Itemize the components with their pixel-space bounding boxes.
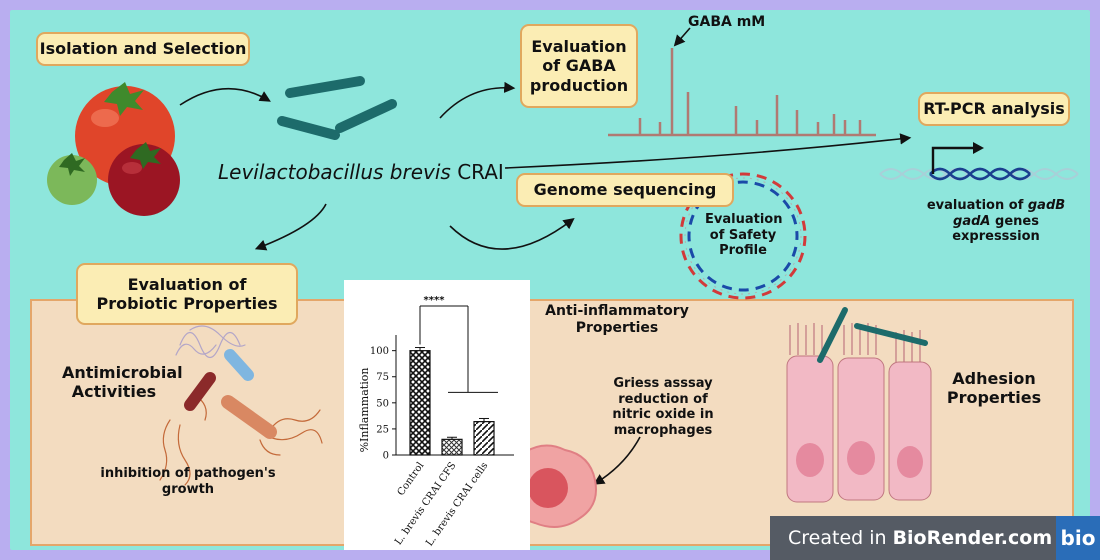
arrow-to-rtpcr <box>504 133 912 169</box>
chart-y-tick-label: 50 <box>376 398 389 409</box>
circular-genome-icon <box>679 172 807 300</box>
promoter-arrow-icon <box>931 142 984 174</box>
rtpcr-caption-prefix: evaluation of <box>926 198 1028 213</box>
epithelial-cells-icon <box>786 307 932 503</box>
inhibition-label: inhibition of pathogen's growth <box>100 466 276 497</box>
tomato-icon <box>47 82 180 216</box>
chart-y-tick-label: 75 <box>376 372 389 383</box>
chart-y-tick-label: 25 <box>376 424 389 435</box>
gaba-evaluation-label: Evaluation of GABA production <box>529 37 629 95</box>
chart-bar <box>473 421 495 456</box>
gaba-mm-label: GABA mM <box>688 14 766 30</box>
arrow-to-probiotic <box>254 203 327 251</box>
arrow-griess-to-macrophage <box>593 436 641 485</box>
probiotic-properties-label: Evaluation of Probiotic Properties <box>96 274 278 313</box>
organism-title: Levilactobacillus brevis CRAI <box>218 160 504 184</box>
chart-x-tick-label: L. brevis CRAI cells <box>424 460 490 548</box>
rtpcr-caption-suffix: genes expresssion <box>952 213 1040 245</box>
anti-inflammatory-label: Anti-inflammatory Properties <box>545 303 689 336</box>
strain-name: CRAI <box>457 160 504 184</box>
biorender-logo-icon: bio <box>1056 516 1100 560</box>
significance-marker: **** <box>424 295 446 306</box>
chart-bar <box>409 350 431 456</box>
rtpcr-box: RT-PCR analysis <box>918 92 1070 126</box>
chart-y-axis-label: %Inflammation <box>358 368 371 453</box>
gaba-evaluation-box: Evaluation of GABA production <box>520 24 638 108</box>
chart-x-tick-label: L. brevis CRAI CFS <box>393 460 458 547</box>
pathogen-bacteria-icon <box>159 325 323 486</box>
adhesion-label: Adhesion Properties <box>946 369 1042 408</box>
antimicrobial-label: Antimicrobial Activities <box>62 363 183 402</box>
probiotic-properties-box: Evaluation of Probiotic Properties <box>76 263 298 325</box>
isolation-selection-box: Isolation and Selection <box>36 32 250 66</box>
gaba-chromatogram <box>608 48 876 137</box>
bacteria-icon <box>277 76 397 140</box>
griess-assay-label: Griess asssay reduction of nitric oxide … <box>612 376 714 438</box>
isolation-label: Isolation and Selection <box>39 39 247 59</box>
arrow-isolation-to-bacteria <box>179 87 271 106</box>
biorender-brand: BioRender.com <box>892 527 1053 549</box>
gene-gadb: gadB <box>1027 198 1066 213</box>
chart-x-tick-label: Control <box>396 460 427 498</box>
safety-profile-label: Evaluation of Safety Profile <box>705 212 783 259</box>
genome-sequencing-box: Genome sequencing <box>516 173 734 207</box>
gene-gada: gadA <box>953 213 991 229</box>
dna-helix-icon <box>879 167 1079 181</box>
arrow-to-gaba <box>439 81 516 119</box>
chart-bar <box>441 438 463 456</box>
created-in-text: Created in <box>788 527 887 549</box>
rtpcr-caption: evaluation of gadB gadA genes expresssio… <box>908 198 1084 245</box>
chart-y-tick-label: 100 <box>370 346 389 357</box>
rtpcr-label: RT-PCR analysis <box>923 99 1065 119</box>
arrow-to-genome <box>449 217 575 250</box>
arrow-gaba-peak <box>673 27 691 47</box>
organism-name: Levilactobacillus brevis <box>218 160 451 184</box>
chart-y-tick-label: 0 <box>383 451 389 462</box>
genome-sequencing-label: Genome sequencing <box>533 180 717 200</box>
